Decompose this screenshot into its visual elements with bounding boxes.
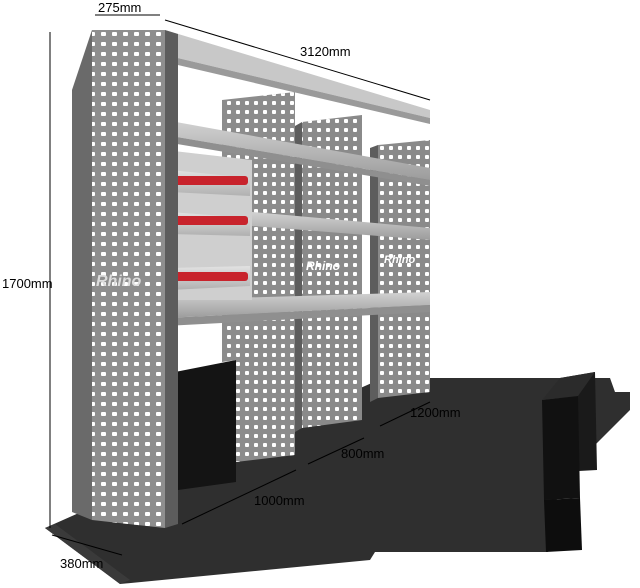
- top-rail: [165, 30, 430, 124]
- dimension-lines: [49, 14, 431, 556]
- wheel-arch: [175, 360, 597, 552]
- brand-logo-front: Rhino: [96, 273, 142, 290]
- brand-logo-rear: Rhino: [384, 254, 415, 266]
- drawer-unit: [165, 150, 252, 300]
- drawer-handle-3: [172, 272, 248, 281]
- rear-end-panel: [370, 140, 430, 402]
- drawer-1: [170, 170, 250, 196]
- drawer-handle-1: [172, 176, 248, 185]
- dim-base-depth: 380mm: [60, 556, 103, 571]
- dim-height: 1700mm: [2, 276, 53, 291]
- brand-logo-middle: Rhino: [306, 259, 340, 273]
- dim-top-depth: 275mm: [98, 0, 141, 15]
- drawer-handle-2: [172, 216, 248, 225]
- middle-end-panel: [295, 115, 362, 432]
- drawer-3: [170, 266, 250, 290]
- dim-section-2: 800mm: [341, 446, 384, 461]
- dim-section-3: 1200mm: [410, 405, 461, 420]
- drawer-2: [170, 212, 250, 236]
- front-end-panel: [72, 30, 178, 528]
- dim-total-length: 3120mm: [300, 44, 351, 59]
- dim-section-1: 1000mm: [254, 493, 305, 508]
